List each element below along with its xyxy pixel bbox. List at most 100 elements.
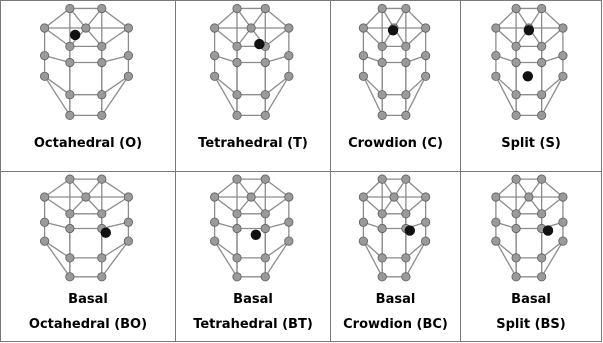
host-atom xyxy=(210,71,220,81)
bond-line xyxy=(264,27,290,47)
host-atom xyxy=(401,272,411,282)
bond-line xyxy=(541,75,564,96)
host-atom xyxy=(65,209,75,219)
host-atom xyxy=(511,90,521,100)
bond-line xyxy=(405,7,427,29)
host-atom xyxy=(65,272,75,282)
bond-line xyxy=(44,178,71,198)
host-atom xyxy=(210,236,220,246)
bond-line xyxy=(264,7,290,29)
interstitial-atom xyxy=(70,29,81,41)
host-atom xyxy=(232,90,242,100)
host-atom xyxy=(97,272,107,282)
host-atom xyxy=(421,71,431,81)
host-atom xyxy=(81,192,91,202)
host-atom xyxy=(401,57,411,68)
bond-line xyxy=(541,7,564,29)
bond-line xyxy=(264,240,290,259)
host-atom xyxy=(491,23,501,33)
bond-line xyxy=(264,196,290,215)
label-basal-tetrahedral-line2: Tetrahedral (BT) xyxy=(193,317,313,332)
bond-line xyxy=(264,178,290,198)
host-atom xyxy=(537,3,547,14)
bond-line xyxy=(101,240,129,259)
host-atom xyxy=(232,209,242,219)
bond-line xyxy=(541,75,564,116)
host-atom xyxy=(284,217,294,227)
host-atom xyxy=(377,90,387,100)
tetrahedral-structure xyxy=(210,3,294,121)
bond-line xyxy=(495,240,517,278)
interstitial-atom xyxy=(523,25,535,36)
host-atom xyxy=(401,253,411,263)
host-atom xyxy=(511,272,521,282)
host-atom xyxy=(260,57,270,68)
basal-tetrahedral-structure xyxy=(210,174,294,282)
host-atom xyxy=(358,236,368,246)
cell-basal-split: Basal Split (BS) xyxy=(461,172,601,341)
bond-line xyxy=(44,75,71,96)
interstitial-atom xyxy=(542,225,554,236)
host-atom xyxy=(260,110,270,121)
host-atom xyxy=(491,236,501,246)
basal-split-structure xyxy=(491,174,568,282)
host-atom xyxy=(377,41,387,52)
host-atom xyxy=(558,192,568,202)
host-atom xyxy=(40,71,50,81)
host-atom xyxy=(97,253,107,263)
host-atom xyxy=(284,50,294,61)
host-atom xyxy=(232,253,242,263)
host-atom xyxy=(232,272,242,282)
host-atom xyxy=(123,217,134,227)
host-atom xyxy=(558,23,568,33)
basal-octahedral-structure xyxy=(40,174,134,282)
host-atom xyxy=(377,57,387,68)
host-atom xyxy=(358,217,368,227)
host-atom xyxy=(260,90,270,100)
label-basal-split-line1: Basal xyxy=(511,292,551,307)
bond-line xyxy=(214,75,238,116)
bond-line xyxy=(495,76,517,116)
bond-line xyxy=(44,27,71,47)
label-basal-tetrahedral-line1: Basal xyxy=(233,292,273,307)
bond-line xyxy=(405,240,427,278)
host-atom xyxy=(558,71,568,81)
host-atom xyxy=(511,253,521,263)
host-atom xyxy=(537,90,547,100)
bond-line xyxy=(101,75,129,96)
cell-basal-octahedral: Basal Octahedral (BO) xyxy=(1,172,176,341)
bond-line xyxy=(495,7,517,29)
bond-line xyxy=(362,76,383,116)
host-atom xyxy=(537,272,547,282)
bond-line xyxy=(264,75,290,96)
host-atom xyxy=(210,192,220,202)
host-atom xyxy=(246,192,256,202)
host-atom xyxy=(284,71,294,81)
host-atom xyxy=(491,71,501,81)
host-atom xyxy=(377,110,387,121)
host-atom xyxy=(232,174,242,184)
host-atom xyxy=(558,50,568,61)
host-atom xyxy=(65,57,75,68)
bond-line xyxy=(541,27,564,47)
host-atom xyxy=(537,57,547,68)
host-atom xyxy=(358,192,368,202)
cell-octahedral: Octahedral (O) xyxy=(1,1,176,172)
bond-line xyxy=(44,240,71,278)
bond-line xyxy=(214,75,238,96)
bond-line xyxy=(541,240,564,278)
bond-line xyxy=(44,196,71,215)
label-basal-octahedral-line1: Basal xyxy=(68,292,108,307)
host-atom xyxy=(65,3,75,14)
host-atom xyxy=(537,41,547,52)
host-atom xyxy=(97,209,107,219)
host-atom xyxy=(511,209,521,219)
host-atom xyxy=(210,217,220,227)
host-atom xyxy=(401,174,411,184)
label-crowdion: Crowdion (C) xyxy=(348,136,443,151)
bond-line xyxy=(214,27,238,47)
host-atom xyxy=(377,223,387,234)
host-atom xyxy=(232,110,242,121)
host-atom xyxy=(40,23,50,33)
bond-line xyxy=(101,196,129,215)
